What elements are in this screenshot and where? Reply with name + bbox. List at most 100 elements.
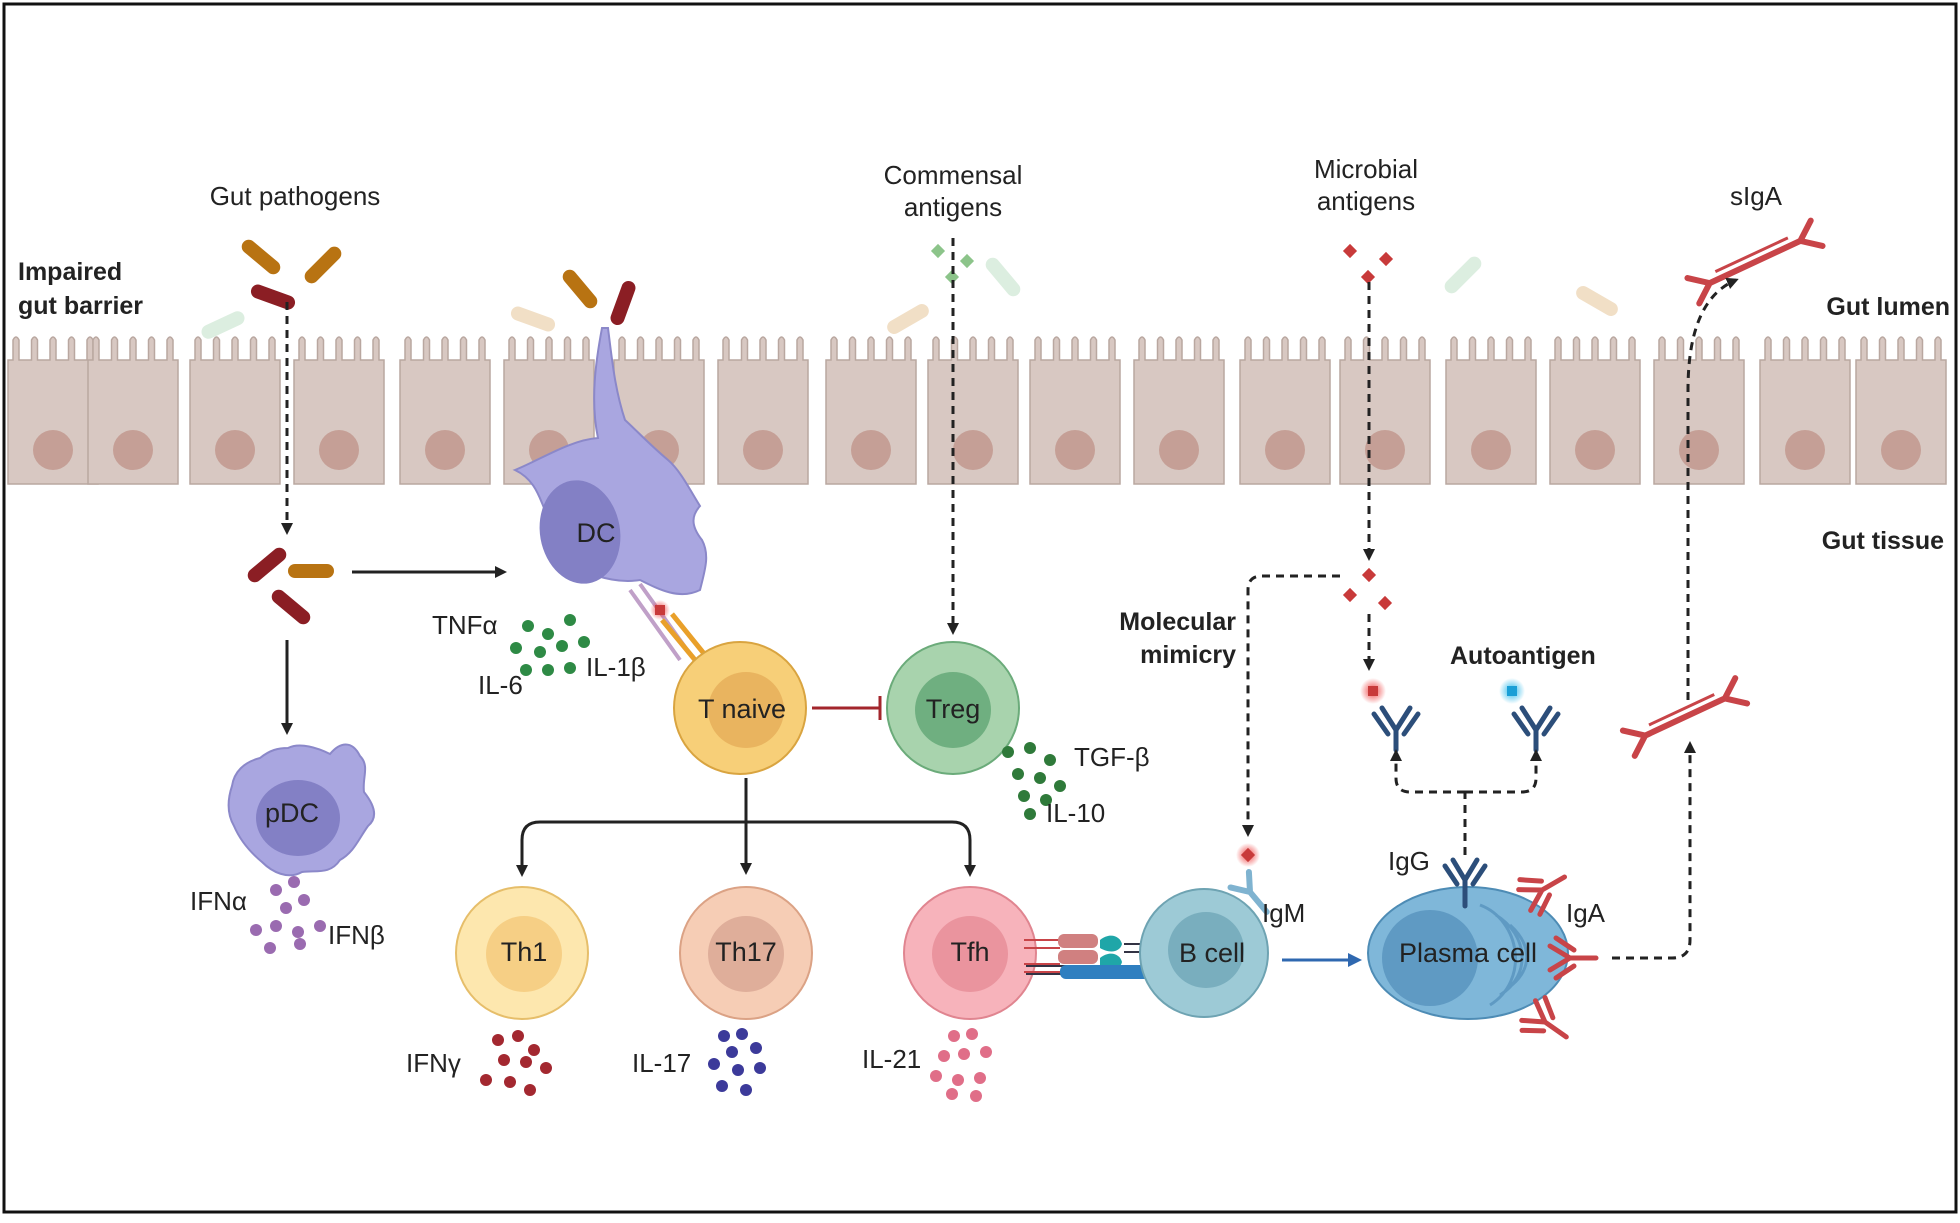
tissue-pathogens	[247, 547, 334, 625]
b-cell-label: B cell	[1179, 938, 1245, 968]
pathogen-rod-icon	[247, 547, 287, 583]
commensal-rod-icon	[985, 257, 1021, 297]
treg-cytokine-dots	[1024, 742, 1036, 754]
pdc-label: pDC	[265, 798, 319, 828]
igm-label: IgM	[1262, 898, 1305, 928]
commensal-rod-icon	[1444, 256, 1482, 294]
dc-cytokine-dots	[520, 664, 532, 676]
antigen-icon	[1240, 847, 1256, 863]
dc-cytokine-dots	[534, 646, 546, 658]
treg-cytokine-dots	[1040, 794, 1052, 806]
epithelial-cell	[1759, 336, 1851, 485]
th17-cytokine-dots	[750, 1042, 762, 1054]
autoantibody-icon	[1511, 705, 1561, 753]
tfh-cytokine-dots	[966, 1028, 978, 1040]
dc-cytokine-dots	[542, 628, 554, 640]
microbial-antigen-icon	[1342, 587, 1358, 603]
commensal-rod-icon	[510, 306, 556, 332]
epithelial-nucleus	[743, 430, 783, 470]
epithelial-nucleus	[113, 430, 153, 470]
microbial-antigen-icon	[1360, 269, 1376, 285]
th1-cytokine-dots	[512, 1030, 524, 1042]
tfh-cytokine-dots	[958, 1048, 970, 1060]
epithelial-nucleus	[1471, 430, 1511, 470]
tfh-cytokine-dots	[952, 1074, 964, 1086]
pathogen-rod-icon	[241, 239, 281, 275]
autoantibody-icon	[1371, 705, 1421, 753]
plasma-cell-label: Plasma cell	[1399, 938, 1537, 968]
epithelial-cell	[717, 336, 809, 485]
epithelial-cell	[825, 336, 917, 485]
il1b-label: IL-1β	[586, 652, 646, 682]
pdc-cytokine-dots	[250, 924, 262, 936]
epithelial-cell	[1029, 336, 1121, 485]
igg-to-autoantibody-arrow	[1396, 752, 1467, 855]
commensal-antigen-icon	[944, 269, 960, 285]
treg-cytokine-dots	[1002, 746, 1014, 758]
epithelial-nucleus	[1159, 430, 1199, 470]
th1-cytokine-dots	[528, 1044, 540, 1056]
molecular-label-line1: Molecular	[1119, 608, 1236, 636]
epithelial-cell	[293, 336, 385, 485]
epithelial-nucleus	[1575, 430, 1615, 470]
epithelial-cell	[87, 336, 179, 485]
epithelial-nucleus	[319, 430, 359, 470]
th17-cytokine-dots	[736, 1028, 748, 1040]
treg-cytokine-dots	[1044, 754, 1056, 766]
impaired-label-line2: gut barrier	[18, 292, 143, 320]
il17-label: IL-17	[632, 1048, 691, 1078]
siga-antibody-icon	[1684, 217, 1826, 307]
tfh-cell	[903, 886, 1037, 1020]
pdc-cytokine-dots	[270, 920, 282, 932]
epithelial-nucleus	[33, 430, 73, 470]
igg-label: IgG	[1388, 846, 1430, 876]
dc-cytokine-dots	[510, 642, 522, 654]
igg-antibody-icon	[1442, 857, 1488, 909]
tfh-cytokine-dots	[930, 1070, 942, 1082]
pdc-cytokine-dots	[292, 926, 304, 938]
epithelial-cell	[1653, 336, 1745, 485]
dc-cell	[512, 327, 708, 596]
epithelial-nucleus	[215, 430, 255, 470]
th17-cytokine-dots	[740, 1084, 752, 1096]
dc-cytokine-dots	[564, 662, 576, 674]
commensal-antigen-icon	[959, 253, 975, 269]
microbial-antigen-icon	[1377, 595, 1393, 611]
dc-cytokine-dots	[556, 640, 568, 652]
tgfb-label: TGF-β	[1074, 742, 1150, 772]
iga-antibody-icon	[1516, 874, 1568, 917]
dc-cytokine-dots	[522, 620, 534, 632]
plasma-cell	[1367, 886, 1569, 1020]
th1-cell	[455, 886, 589, 1020]
dc-cytokine-dots	[564, 614, 576, 626]
tfh-label: Tfh	[950, 937, 989, 967]
tfh-cytokine-dots	[948, 1030, 960, 1042]
pdc-cytokine-dots	[298, 894, 310, 906]
epithelial-cell	[1133, 336, 1225, 485]
microbial-antigen-icon	[1361, 567, 1377, 583]
pdc-cell	[227, 743, 376, 877]
pdc-cytokine-dots	[264, 942, 276, 954]
pdc-cytokine-dots	[280, 902, 292, 914]
microbial-antigen-icon	[1378, 251, 1394, 267]
th1-cytokine-dots	[480, 1074, 492, 1086]
commensal-label-line1: Commensal	[884, 160, 1023, 190]
arrows	[281, 238, 1739, 967]
tnfa-label: TNFα	[432, 610, 498, 640]
epithelial-nucleus	[1365, 430, 1405, 470]
b-cell	[1139, 888, 1269, 1018]
commensal-rod-icon	[887, 304, 929, 334]
epithelium-layer	[7, 336, 1947, 485]
th17-cell	[679, 886, 813, 1020]
pathogen-rod-icon	[271, 589, 311, 625]
epithelial-cell	[189, 336, 281, 485]
pathogen-rod-icon	[250, 284, 296, 310]
mimicry-to-bcell-arrow	[1242, 574, 1340, 837]
cytokine-dots	[250, 614, 1066, 1102]
tnaive-to-th1-arrow	[516, 820, 746, 877]
th17-cytokine-dots	[726, 1046, 738, 1058]
iga-dimer-icon	[1619, 675, 1751, 759]
th17-label: Th17	[715, 937, 777, 967]
th17-cytokine-dots	[732, 1064, 744, 1076]
epithelial-nucleus	[1881, 430, 1921, 470]
